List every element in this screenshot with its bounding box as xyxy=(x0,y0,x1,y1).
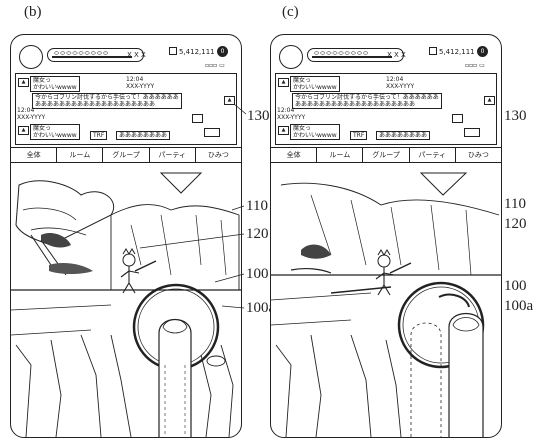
ref-120-c: 120 xyxy=(504,216,527,232)
coin-icon xyxy=(429,47,437,55)
avatar-icon[interactable] xyxy=(19,45,43,69)
cliff-outline xyxy=(280,182,500,216)
tab-secret[interactable]: ひみつ xyxy=(467,151,489,159)
player-character xyxy=(375,249,412,296)
ref-100-c: 100 xyxy=(504,278,527,294)
chat-extra: ああああああああ xyxy=(376,131,431,140)
image-icon: ▲ xyxy=(484,96,495,105)
chat-tag: TRF xyxy=(350,131,368,140)
reply-icon[interactable] xyxy=(192,114,203,123)
coin-count: 5,412,111 xyxy=(429,47,475,56)
reply-icon[interactable] xyxy=(452,114,463,123)
send-icon[interactable] xyxy=(464,128,480,137)
chat-bubble-1[interactable]: 魔女っかわいいwwww xyxy=(30,76,80,92)
ref-120-b: 120 xyxy=(246,226,269,242)
ref-130-b: 130 xyxy=(247,108,270,124)
fingernail xyxy=(162,319,188,334)
phone-screen-c: ⬭⬭⬭⬭⬭⬭⬭⬭⬭ X X X 5,412,111 0 ▫▫▫ ▭ ▲ 魔女っか… xyxy=(270,34,502,438)
target-marker xyxy=(419,172,468,196)
ref-100a-b: 100a xyxy=(246,300,276,316)
player-name: X X X xyxy=(127,51,146,59)
chat-panel-c[interactable]: ▲ 魔女っかわいいwwww 12:04 XXX-YYYY 今からゴブリン討伐する… xyxy=(275,73,497,145)
send-icon[interactable] xyxy=(204,128,220,137)
panel-label-c: (c) xyxy=(282,4,299,20)
coin-badge[interactable]: 0 xyxy=(217,46,228,57)
phone-screen-b: ⬭⬭⬭⬭⬭⬭⬭⬭⬭ X X X 5,412,111 0 ▫▫▫ ▭ ▲ 魔女っか… xyxy=(10,34,242,438)
panel-label-b: (b) xyxy=(24,4,42,20)
battery-indicator: ▫▫▫ ▭ xyxy=(205,62,225,69)
image-icon: ▲ xyxy=(224,96,235,105)
tab-group[interactable]: グループ xyxy=(363,148,410,162)
chat-panel-b[interactable]: ▲ 魔女っかわいいwwww 12:04 XXX-YYYY 今からゴブリン討伐する… xyxy=(15,73,237,145)
chat-tag: TRF xyxy=(90,131,108,140)
chat-bubble-2[interactable]: 今からゴブリン討伐するから手伝って！ああああああああああああああああああああああ… xyxy=(32,93,182,109)
tab-all[interactable]: 全体 xyxy=(11,148,58,162)
tab-party[interactable]: パーティ xyxy=(150,148,196,162)
small-orb xyxy=(206,355,226,367)
tab-room[interactable]: ルーム xyxy=(317,148,364,162)
coin-icon xyxy=(169,47,177,55)
status-bar-b: ⬭⬭⬭⬭⬭⬭⬭⬭⬭ X X X 5,412,111 0 ▫▫▫ ▭ xyxy=(19,45,233,71)
image-icon: ▲ xyxy=(18,78,29,87)
chat-extra: ああああああああ xyxy=(116,131,171,140)
image-icon: ▲ xyxy=(278,78,289,87)
player-name: X X X xyxy=(387,51,406,59)
tab-all[interactable]: 全体 xyxy=(271,148,318,162)
hp-gauge: ⬭⬭⬭⬭⬭⬭⬭⬭⬭ xyxy=(307,48,404,62)
image-icon: ▲ xyxy=(18,126,29,135)
chat-sender-1: XXX-YYYY xyxy=(126,83,155,90)
status-bar-c: ⬭⬭⬭⬭⬭⬭⬭⬭⬭ X X X 5,412,111 0 ▫▫▫ ▭ xyxy=(279,45,493,71)
battery-indicator: ▫▫▫ ▭ xyxy=(465,62,485,69)
ref-130-c: 130 xyxy=(504,108,527,124)
coin-count: 5,412,111 xyxy=(169,47,215,56)
game-scene-c xyxy=(271,172,501,437)
dark-foliage xyxy=(301,244,331,259)
tab-room[interactable]: ルーム xyxy=(57,148,104,162)
chat-sender-2: XXX-YYYY xyxy=(277,114,306,121)
chat-bubble-3[interactable]: 魔女っかわいいwwww xyxy=(290,124,340,140)
fingernail xyxy=(452,317,480,332)
avatar-icon[interactable] xyxy=(279,45,303,69)
dark-foliage xyxy=(41,233,71,248)
tab-group[interactable]: グループ xyxy=(103,148,150,162)
chat-time-1: 12:04 xyxy=(126,76,144,83)
ref-110-b: 110 xyxy=(246,198,268,214)
tab-party[interactable]: パーティ xyxy=(410,148,456,162)
finger xyxy=(448,313,484,437)
chat-tabs-b: 全体 ルーム グループ パーティ ひみつ xyxy=(11,147,241,163)
coin-badge[interactable]: 0 xyxy=(477,46,488,57)
ref-100-b: 100 xyxy=(246,266,269,282)
chat-bubble-2[interactable]: 今からゴブリン討伐するから手伝って！ああああああああああああああああああああああ… xyxy=(292,93,442,109)
hp-gauge: ⬭⬭⬭⬭⬭⬭⬭⬭⬭ xyxy=(47,48,144,62)
chat-time-2: 12:04 xyxy=(277,107,295,114)
tab-secret[interactable]: ひみつ xyxy=(207,151,229,159)
rock-cliffs xyxy=(110,204,240,291)
chat-time-2: 12:04 xyxy=(17,107,35,114)
finger-previous xyxy=(410,322,442,437)
target-marker xyxy=(159,172,203,194)
chat-tabs-c: 全体 ルーム グループ パーティ ひみつ xyxy=(271,147,501,163)
chat-sender-1: XXX-YYYY xyxy=(386,83,415,90)
chat-time-1: 12:04 xyxy=(386,76,404,83)
game-scene-b xyxy=(11,172,241,437)
player-character xyxy=(120,248,157,294)
chat-bubble-3[interactable]: 魔女っかわいいwwww xyxy=(30,124,80,140)
ref-110-c: 110 xyxy=(504,196,526,212)
foreground-rocks xyxy=(15,334,132,437)
ref-100a-c: 100a xyxy=(504,298,534,314)
foreground-rocks xyxy=(275,334,402,437)
chat-bubble-1[interactable]: 魔女っかわいいwwww xyxy=(290,76,340,92)
chat-sender-2: XXX-YYYY xyxy=(17,114,46,121)
image-icon: ▲ xyxy=(278,126,289,135)
